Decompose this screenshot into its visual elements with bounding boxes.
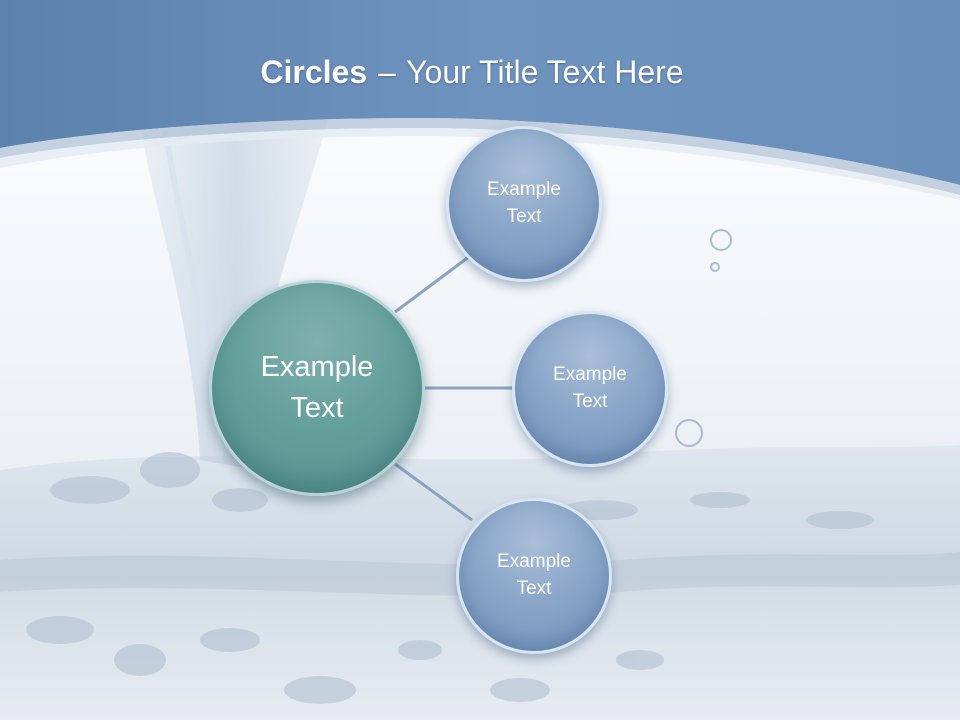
connector-line-bottom xyxy=(394,462,473,522)
title-separator: – xyxy=(378,54,396,90)
slide-title: Circles – Your Title Text Here xyxy=(0,54,944,91)
connector-line-top xyxy=(394,254,471,314)
center-circle[interactable]: Example Text xyxy=(209,280,425,496)
satellite-circle-middle[interactable]: Example Text xyxy=(512,311,668,467)
title-bold-part: Circles xyxy=(260,54,368,90)
satellite-circle-top[interactable]: Example Text xyxy=(446,126,602,282)
title-rest: Your Title Text Here xyxy=(406,54,684,90)
satellite-circle-bottom[interactable]: Example Text xyxy=(456,498,612,654)
